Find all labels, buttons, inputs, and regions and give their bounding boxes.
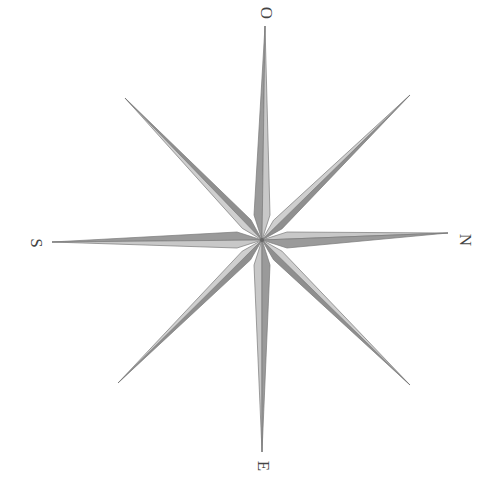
- rose-point: [125, 98, 262, 240]
- rose-center: [260, 238, 264, 242]
- rose-point: [52, 240, 262, 248]
- rose-point: [254, 240, 262, 452]
- rose-point: [262, 95, 410, 240]
- rose-point: [262, 233, 448, 248]
- rose-point: [262, 26, 270, 240]
- direction-label: O: [258, 7, 275, 19]
- rose-point: [262, 95, 410, 240]
- rose-point: [118, 240, 262, 383]
- rose-point: [262, 240, 270, 452]
- rose-point: [262, 240, 410, 385]
- direction-label: E: [255, 461, 272, 471]
- direction-label: N: [457, 234, 474, 246]
- direction-label: S: [28, 238, 45, 247]
- rose-point: [118, 240, 262, 383]
- rose-point: [125, 98, 262, 240]
- rose-point: [262, 240, 410, 385]
